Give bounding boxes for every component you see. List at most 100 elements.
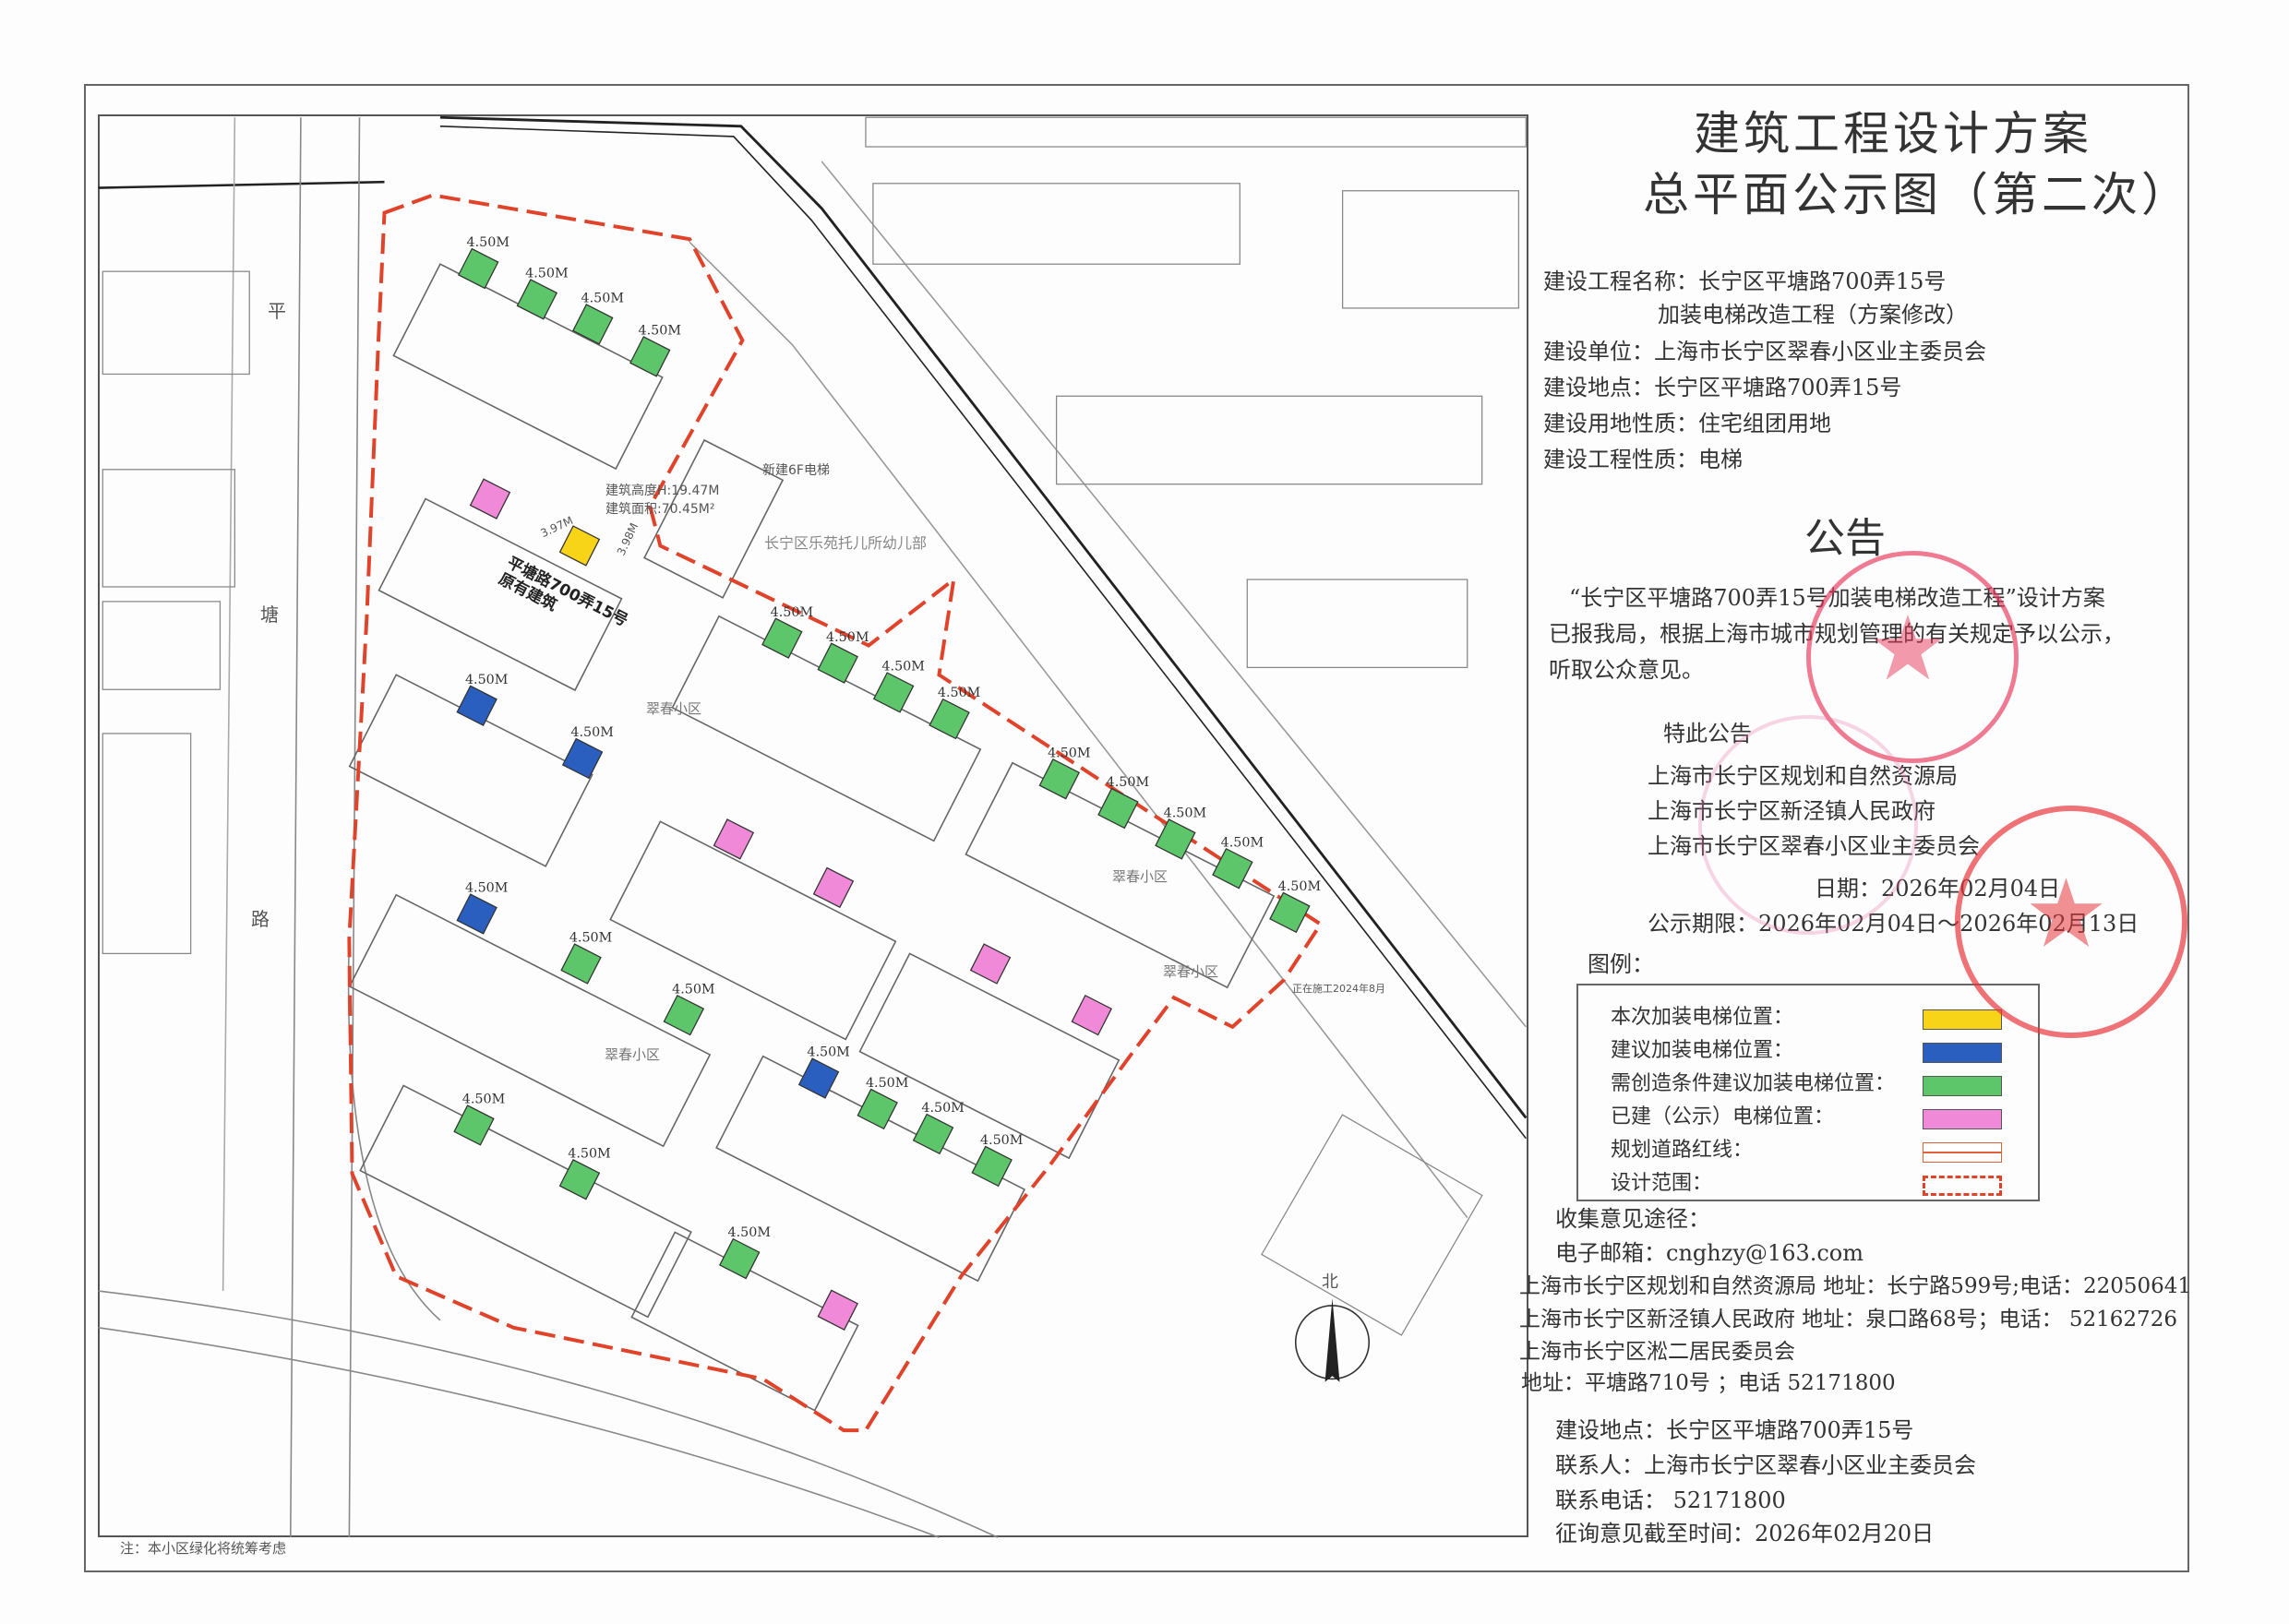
title-line1: 建筑工程设计方案 [1694, 107, 2092, 161]
dimension-label: 4.50M [980, 1133, 1023, 1148]
project-name: 建设工程名称：长宁区平塘路700弄15号 [1543, 269, 1947, 294]
dimension-label: 4.50M [465, 673, 508, 687]
dimension-label: 4.50M [462, 1093, 505, 1107]
building-outline [630, 1231, 859, 1412]
dimension-label: 4.50M [826, 630, 869, 645]
legend-swatch [1923, 1043, 2002, 1063]
community-label: 翠春小区 [646, 700, 702, 717]
elevator-suggested [561, 737, 604, 780]
contact-line1: 上海市长宁区规划和自然资源局 地址：长宁路599号;电话：22050641 [1519, 1274, 2192, 1298]
elevator-markers: 4.50M 4.50M 4.50M 4.50M 4.50M 4.50M 4.50M 4.50M… [453, 235, 1321, 1331]
contact-line2: 上海市长宁区新泾镇人民政府 地址：泉口路68号；电话： 52162726 [1519, 1308, 2177, 1331]
legend-label: 本次加装电梯位置： [1611, 1006, 1794, 1029]
building-outline [392, 263, 664, 471]
dimension-label: 4.50M [771, 605, 813, 620]
dimension-label: 4.50M [465, 881, 508, 896]
elevator-conditional [718, 1237, 761, 1280]
community-label: 翠春小区 [1163, 963, 1219, 980]
legend-swatch [1923, 1076, 2002, 1096]
legend-swatch [1923, 1176, 2002, 1196]
title-line2: 总平面公示图（第二次） [1643, 168, 2191, 221]
dimension-label: 4.50M [1048, 746, 1090, 760]
notice-date: 日期：2026年02月04日 [1815, 876, 2061, 902]
contact-email[interactable]: 电子邮箱：cnghzy@163.com [1555, 1240, 1864, 1266]
kindergarten-label: 长宁区乐苑托儿所幼儿部 [764, 534, 928, 552]
new-elevator-area: 建筑面积:70.45M² [605, 502, 715, 517]
elevator-conditional [572, 304, 614, 345]
construction-note: 正在施工2024年8月 [1292, 983, 1385, 995]
elevator-suggested [797, 1057, 840, 1099]
new-elevator-height: 建筑高度H:19.47M [605, 484, 720, 498]
dimension-label: 4.50M [467, 235, 509, 250]
project-type: 建设工程性质：电梯 [1543, 447, 1743, 472]
elevator-conditional [872, 672, 915, 713]
design-boundary [347, 193, 1324, 1433]
outer-frame [84, 84, 2189, 1572]
elevator-built [713, 818, 755, 860]
site-plan-frame [98, 114, 1528, 1537]
contact-phone: 联系电话： 52171800 [1555, 1487, 1786, 1513]
elevator-built [469, 478, 511, 519]
legend-label: 建议加装电梯位置： [1611, 1039, 1794, 1062]
contact-line4: 地址：平塘路710号 ；电话 52171800 [1521, 1371, 1896, 1395]
dimension-label: 4.50M [1221, 835, 1264, 850]
dimension-label: 4.50M [569, 931, 612, 946]
org-2: 上海市长宁区新泾镇人民政府 [1648, 798, 1935, 824]
dimension-label: 4.50M [881, 660, 924, 675]
building-outline [715, 1055, 1026, 1283]
notice-para-line2: 已报我局，根据上海市城市规划管理的有关规定予以公示， [1549, 621, 2125, 647]
dimension-label: 4.50M [807, 1045, 849, 1060]
dimension-label: 4.50M [525, 267, 568, 281]
building-outline [965, 761, 1276, 989]
dimension-label: 4.50M [938, 686, 980, 700]
roads [98, 115, 1528, 1538]
building-outline [643, 438, 785, 599]
buildings [348, 263, 1276, 1412]
elevator-suggested [456, 893, 497, 935]
dimension-label: 4.50M [921, 1101, 964, 1116]
building-outline [359, 1084, 692, 1319]
contact-person: 联系人：上海市长宁区翠春小区业主委员会 [1555, 1452, 1976, 1478]
elevator-conditional [857, 1088, 898, 1130]
elevator-conditional [1269, 891, 1311, 934]
legend-title: 图例： [1588, 951, 1654, 977]
building-outline [609, 820, 897, 1041]
legend-label: 需创造条件建议加装电梯位置： [1611, 1072, 1896, 1095]
new-elevator-title: 新建6F电梯 [762, 463, 830, 478]
neighbor-blocks [102, 116, 1527, 1336]
community-label: 翠春小区 [605, 1046, 661, 1063]
dimension-label: 4.50M [1107, 775, 1149, 790]
contact-heading: 收集意见途径： [1555, 1206, 1710, 1232]
elevator-conditional [663, 994, 705, 1036]
building-outline [858, 952, 1121, 1160]
dimension-label: 4.50M [866, 1076, 908, 1091]
legend-label: 已建（公示）电梯位置： [1611, 1105, 1835, 1128]
dimension-label: 4.50M [728, 1225, 771, 1240]
elevator-conditional [629, 336, 671, 377]
elevator-conditional [458, 247, 499, 290]
elevator-conditional [761, 617, 803, 659]
notice-heading: 公告 [1804, 515, 1886, 562]
elevator-conditional [971, 1145, 1013, 1188]
notice-para-line1: “长宁区平塘路700弄15号加装电梯改造工程”设计方案 [1569, 585, 2105, 611]
north-label: 北 [1322, 1272, 1338, 1292]
notice-para-line3: 听取公众意见。 [1549, 657, 1704, 683]
contact-line3: 上海市长宁区淞二居民委员会 [1519, 1340, 1795, 1364]
elevator-conditional [1155, 818, 1196, 860]
dimension-label: 4.50M [570, 725, 613, 740]
land-use: 建设用地性质：住宅组团用地 [1543, 411, 1831, 436]
map-note: 注：本小区绿化将统筹考虑 [120, 1540, 287, 1557]
dimension-label: 4.50M [1164, 806, 1206, 821]
north-arrow [1294, 1298, 1371, 1382]
elevator-conditional [1212, 847, 1253, 890]
dimension-label: 4.50M [672, 982, 714, 997]
elevator-this-project [558, 525, 601, 567]
elevator-conditional [558, 1158, 601, 1200]
elevator-built [969, 943, 1012, 985]
elevator-conditional [817, 642, 858, 684]
dimension-label: 4.50M [1278, 879, 1321, 894]
org-1: 上海市长宁区规划和自然资源局 [1648, 763, 1958, 789]
elevator-built [812, 866, 855, 909]
